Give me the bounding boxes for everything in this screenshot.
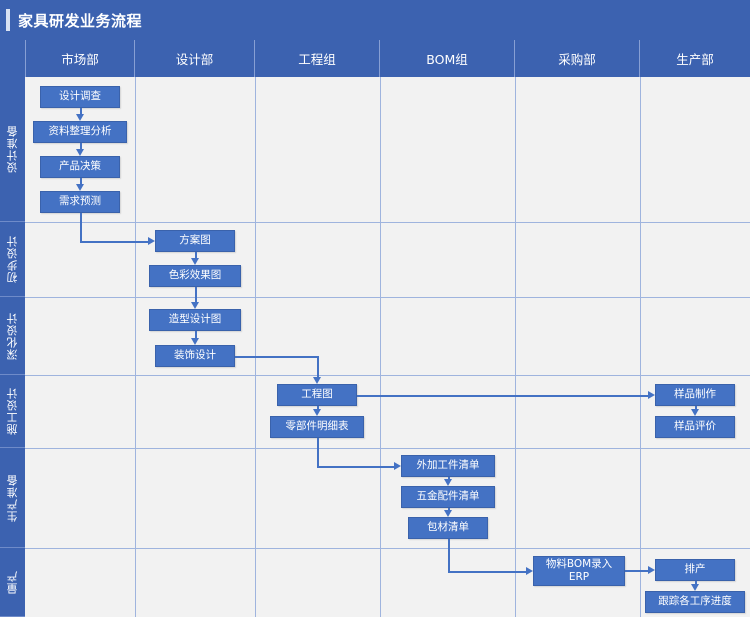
conn-n15-n16-arrow bbox=[691, 409, 700, 416]
phase-label-prep[interactable]: 设计准备 bbox=[0, 77, 25, 222]
conn-n7-n8-line bbox=[195, 331, 197, 338]
process-node-n11[interactable]: 外加工件清单 bbox=[401, 455, 495, 477]
conn-n12-n13-line bbox=[448, 508, 450, 510]
conn-n3-n4-arrow bbox=[76, 184, 85, 191]
flowchart-canvas: 设计调查资料整理分析产品决策需求预测方案图色彩效果图造型设计图装饰设计工程图零部… bbox=[25, 77, 750, 617]
column-header-bom[interactable]: BOM组 bbox=[380, 40, 515, 77]
column-header-market[interactable]: 市场部 bbox=[25, 40, 135, 77]
process-node-n17[interactable]: 排产 bbox=[655, 559, 735, 581]
column-header-engineer[interactable]: 工程组 bbox=[255, 40, 380, 77]
conn-n17-n18-line bbox=[695, 581, 697, 584]
conn-n8-n9-h bbox=[235, 356, 317, 358]
conn-n8-n9-v bbox=[317, 356, 319, 377]
conn-n2-n3-arrow bbox=[76, 149, 85, 156]
process-node-n3[interactable]: 产品决策 bbox=[40, 156, 120, 178]
title-accent-bar bbox=[6, 9, 10, 31]
conn-n5-n6-line bbox=[195, 252, 197, 258]
process-node-n14[interactable]: 物料BOM录入 ERP bbox=[533, 556, 625, 586]
phase-label-construct[interactable]: 施工设计 bbox=[0, 375, 25, 448]
conn-n10-n11-v bbox=[317, 438, 319, 466]
process-node-n16[interactable]: 样品评价 bbox=[655, 416, 735, 438]
conn-n1-n2-line bbox=[80, 108, 82, 114]
conn-n13-n14-arrow bbox=[526, 567, 533, 576]
process-node-n18[interactable]: 跟踪各工序进度 bbox=[645, 591, 745, 613]
column-header-design[interactable]: 设计部 bbox=[135, 40, 255, 77]
conn-n10-n11-arrow bbox=[394, 462, 401, 471]
process-node-n12[interactable]: 五金配件清单 bbox=[401, 486, 495, 508]
grid-hline-construct bbox=[25, 375, 750, 376]
process-node-n15[interactable]: 样品制作 bbox=[655, 384, 735, 406]
grid-hline-schematic bbox=[25, 222, 750, 223]
grid-hline-detail bbox=[25, 297, 750, 298]
conn-n15-n16-line bbox=[695, 406, 697, 409]
grid-vline-design bbox=[135, 77, 136, 617]
phase-label-strip: 设计准备初步设计深化设计施工设计生产准备量产 bbox=[0, 77, 25, 617]
conn-n9-n10-line bbox=[317, 406, 319, 409]
conn-n8-n9-arrow bbox=[313, 377, 322, 384]
phase-label-text: 设计准备 bbox=[5, 125, 19, 173]
conn-n4-n5-h bbox=[80, 241, 148, 243]
phase-label-schematic[interactable]: 初步设计 bbox=[0, 222, 25, 297]
process-node-n2[interactable]: 资料整理分析 bbox=[33, 121, 127, 143]
conn-n12-n13-arrow bbox=[444, 510, 453, 517]
grid-vline-production bbox=[640, 77, 641, 617]
conn-n4-n5-v bbox=[80, 213, 82, 241]
conn-n5-n6-arrow bbox=[191, 258, 200, 265]
conn-n6-n7-arrow bbox=[191, 302, 200, 309]
grid-hline-massprod bbox=[25, 548, 750, 549]
page-title: 家具研发业务流程 bbox=[18, 11, 143, 30]
conn-n11-n12-arrow bbox=[444, 479, 453, 486]
grid-vline-bom bbox=[380, 77, 381, 617]
conn-n14-n17-arrow bbox=[648, 566, 655, 575]
phase-label-text: 生产准备 bbox=[5, 473, 19, 522]
conn-n2-n3-line bbox=[80, 143, 82, 149]
conn-n17-n18-arrow bbox=[691, 584, 700, 591]
process-node-n9[interactable]: 工程图 bbox=[277, 384, 357, 406]
phase-label-detail[interactable]: 深化设计 bbox=[0, 297, 25, 375]
conn-n6-n7-line bbox=[195, 287, 197, 302]
conn-n9-n15-arrow bbox=[648, 391, 655, 400]
process-node-n1[interactable]: 设计调查 bbox=[40, 86, 120, 108]
process-node-n7[interactable]: 造型设计图 bbox=[149, 309, 241, 331]
phase-label-text: 初步设计 bbox=[5, 235, 19, 283]
conn-n13-n14-h bbox=[448, 571, 526, 573]
grid-hline-prodprep bbox=[25, 448, 750, 449]
phase-label-text: 深化设计 bbox=[5, 311, 19, 360]
process-node-n4[interactable]: 需求预测 bbox=[40, 191, 120, 213]
conn-n9-n10-arrow bbox=[313, 409, 322, 416]
process-node-n10[interactable]: 零部件明细表 bbox=[270, 416, 364, 438]
column-header-purchase[interactable]: 采购部 bbox=[515, 40, 640, 77]
phase-label-text: 施工设计 bbox=[5, 387, 19, 435]
conn-n4-n5-arrow bbox=[148, 237, 155, 246]
process-node-n6[interactable]: 色彩效果图 bbox=[149, 265, 241, 287]
phase-label-text: 量产 bbox=[5, 570, 19, 594]
phase-label-prodprep[interactable]: 生产准备 bbox=[0, 448, 25, 548]
conn-n9-n15-h bbox=[357, 395, 648, 397]
conn-n3-n4-line bbox=[80, 178, 82, 184]
conn-n14-n17-h bbox=[625, 570, 648, 572]
conn-n11-n12-line bbox=[448, 477, 450, 479]
title-bar: 家具研发业务流程 bbox=[0, 0, 750, 40]
conn-n7-n8-arrow bbox=[191, 338, 200, 345]
process-node-n8[interactable]: 装饰设计 bbox=[155, 345, 235, 367]
conn-n10-n11-h bbox=[317, 466, 394, 468]
phase-label-massprod[interactable]: 量产 bbox=[0, 548, 25, 617]
process-node-n5[interactable]: 方案图 bbox=[155, 230, 235, 252]
grid-vline-purchase bbox=[515, 77, 516, 617]
conn-n1-n2-arrow bbox=[76, 114, 85, 121]
process-node-n13[interactable]: 包材清单 bbox=[408, 517, 488, 539]
conn-n13-n14-v bbox=[448, 539, 450, 571]
grid-vline-engineer bbox=[255, 77, 256, 617]
column-header-production[interactable]: 生产部 bbox=[676, 52, 714, 67]
